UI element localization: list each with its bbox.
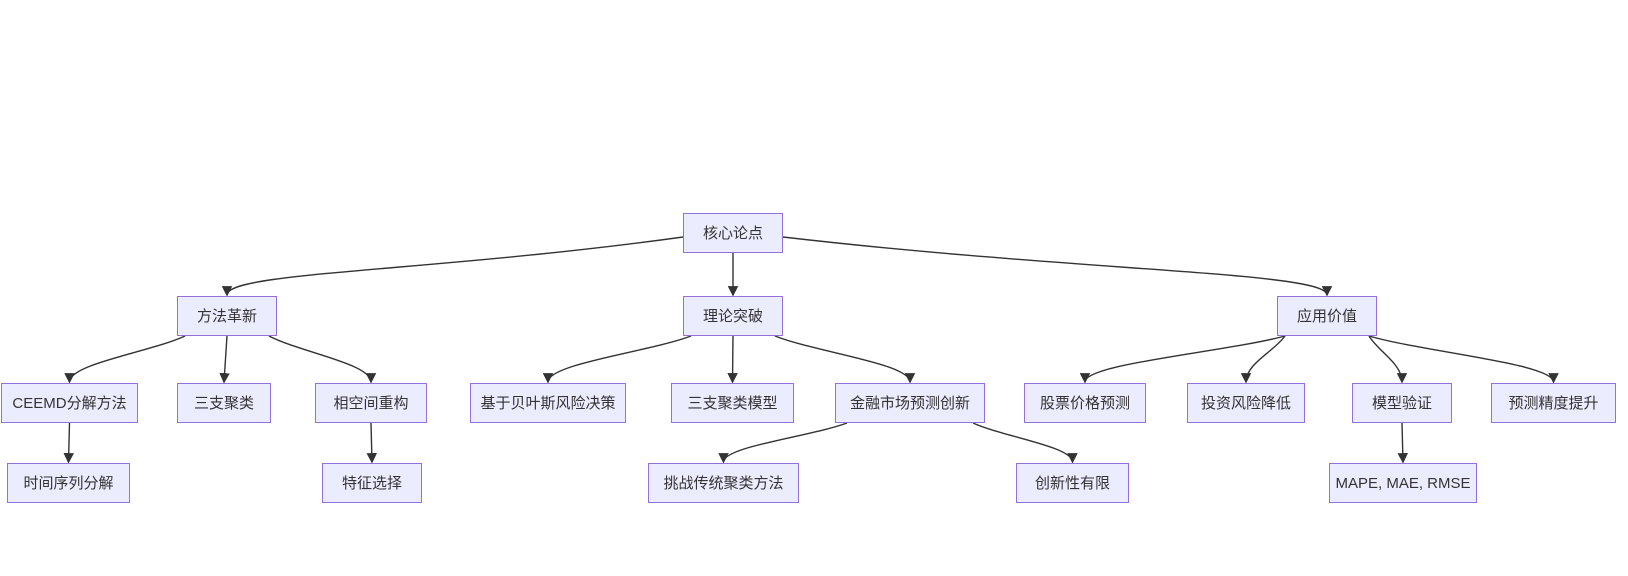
edge-application-to-stock-pred [1079,335,1286,384]
edge-theory-to-twc-model [727,335,738,384]
node-ceemd: CEEMD分解方法 [1,383,138,423]
edge-core-to-application [782,236,1333,297]
node-challenge: 挑战传统聚类方法 [648,463,799,503]
edge-core-to-method [221,236,684,297]
edge-ceemd-to-ts-decomp [63,422,74,464]
edge-application-to-risk-reduce [1240,335,1286,384]
edge-theory-to-fin-innovation [774,335,916,384]
edges-group [63,236,1559,464]
edge-application-to-precision [1368,335,1559,384]
node-metrics: MAPE, MAE, RMSE [1329,463,1477,503]
node-three-way: 三支聚类 [177,383,271,423]
edge-method-to-three-way [219,335,230,384]
node-phase-space: 相空间重构 [315,383,427,423]
edge-application-to-model-valid [1368,335,1408,384]
node-precision: 预测精度提升 [1491,383,1616,423]
node-core: 核心论点 [683,213,783,253]
node-bayes: 基于贝叶斯风险决策 [470,383,626,423]
node-theory: 理论突破 [683,296,783,336]
edge-fin-innovation-to-challenge [718,422,848,464]
node-limited-novelty: 创新性有限 [1016,463,1129,503]
node-stock-pred: 股票价格预测 [1024,383,1146,423]
node-ts-decomp: 时间序列分解 [7,463,130,503]
edge-model-valid-to-metrics [1397,422,1409,464]
edge-phase-space-to-feature-sel [366,422,378,464]
node-risk-reduce: 投资风险降低 [1187,383,1305,423]
node-model-valid: 模型验证 [1352,383,1452,423]
node-feature-sel: 特征选择 [322,463,422,503]
node-method: 方法革新 [177,296,277,336]
node-fin-innovation: 金融市场预测创新 [835,383,985,423]
node-twc-model: 三支聚类模型 [671,383,794,423]
node-application: 应用价值 [1277,296,1377,336]
edge-method-to-ceemd [64,335,186,384]
edge-fin-innovation-to-limited-novelty [972,422,1078,464]
edge-theory-to-bayes [542,335,692,384]
edge-method-to-phase-space [268,335,377,384]
